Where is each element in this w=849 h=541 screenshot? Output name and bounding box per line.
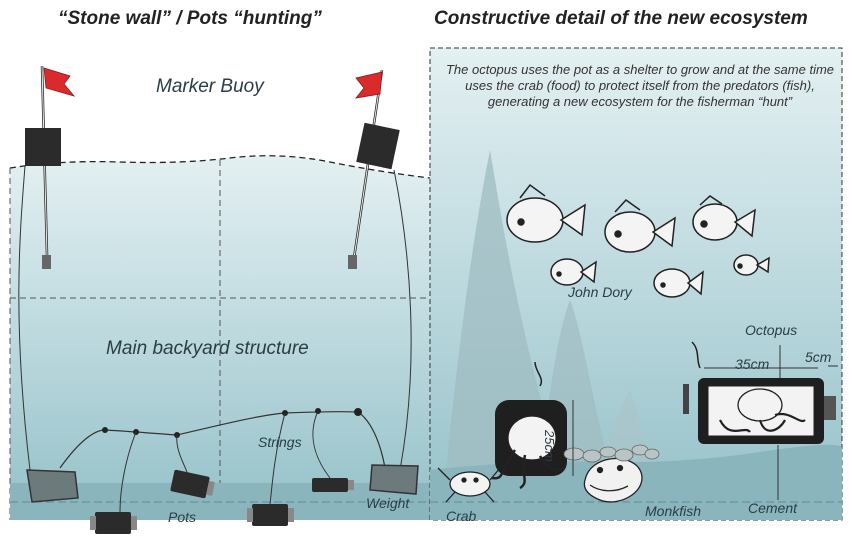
cement-pot [683,341,838,500]
weight-left [26,469,79,503]
pot [312,478,354,492]
length-35cm-label: 35cm [735,356,770,372]
weight-right [369,464,419,495]
crab [437,467,501,503]
john-dory-fish [506,183,770,298]
john-dory-label: John Dory [568,284,632,300]
flag-icon [355,71,383,99]
rock-pillar-tall [446,150,560,470]
pot [90,512,137,534]
ecosystem-description: The octopus uses the pot as a shelter to… [445,62,835,109]
pots-label: Pots [168,509,197,525]
marker-buoy-right [348,69,412,471]
weight-label: Weight [366,495,410,511]
cement-label: Cement [748,500,798,516]
pot [247,504,294,526]
marker-buoy-left [18,65,76,471]
crab-label: Crab [446,508,477,524]
flag-icon [43,67,76,97]
pot [170,469,215,499]
monkfish [583,457,643,503]
pebbles [563,444,660,463]
length-5cm-label: 5cm [805,349,832,365]
main-structure-label: Main backyard structure [106,338,309,359]
strings-label: Strings [258,434,302,450]
water-surface-line [9,155,431,179]
left-title: “Stone wall” / Pots “hunting” [58,8,322,29]
octopus-label: Octopus [745,322,798,338]
marker-buoy-label: Marker Buoy [156,76,264,97]
pot-with-octopus [491,361,567,490]
monkfish-label: Monkfish [645,503,702,519]
height-25cm-label: 25cm [542,430,557,462]
right-title: Constructive detail of the new ecosystem [434,8,808,29]
left-water [10,155,430,520]
